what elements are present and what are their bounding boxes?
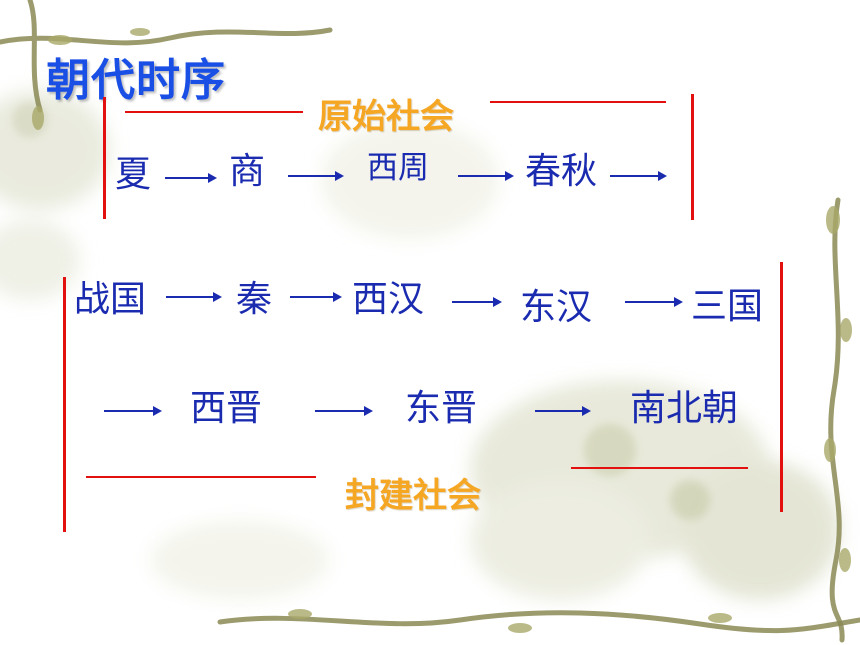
dynasty-nanbeichao: 南北朝 <box>630 388 739 429</box>
arrow-xia-shang <box>165 173 217 183</box>
arrow-chunqiu-zhanguo <box>610 171 667 181</box>
bracket-bottom-right-line <box>571 467 748 469</box>
dynasty-qin: 秦 <box>236 279 273 320</box>
dynasty-zhanguo: 战国 <box>74 279 147 320</box>
arrow-dongjin-nanbeichao <box>535 406 591 416</box>
arrow-xijin-dongjin <box>315 406 373 416</box>
dynasty-xihan: 西汉 <box>352 279 425 320</box>
bracket-left-line <box>63 277 66 532</box>
bracket-top-right-line <box>490 101 666 103</box>
bracket-right-line <box>780 262 783 512</box>
bracket-bottom-left-line <box>86 476 316 478</box>
arrow-qin-xihan <box>290 292 342 302</box>
feudal-society-label: 封建社会 <box>345 476 481 516</box>
bracket-top-left-line <box>125 111 303 113</box>
arrow-shang-xizhou <box>288 171 344 181</box>
arrow-xihan-donghan <box>452 297 502 307</box>
slide-title: 朝代时序 <box>46 55 226 106</box>
dynasty-dongjin: 东晋 <box>405 388 478 429</box>
bracket-right-line <box>691 94 694 220</box>
dynasty-xizhou: 西周 <box>367 150 429 186</box>
arrow-zhanguo-qin <box>166 292 222 302</box>
arrow-donghan-sanguo <box>625 297 683 307</box>
primitive-society-label: 原始社会 <box>318 97 454 137</box>
dynasty-xijin: 西晋 <box>190 388 263 429</box>
dynasty-xia: 夏 <box>115 154 152 195</box>
arrow-sanguo-xijin <box>104 406 162 416</box>
dynasty-chunqiu: 春秋 <box>525 151 598 192</box>
dynasty-sanguo: 三国 <box>691 286 764 327</box>
arrow-xizhou-chunqiu <box>458 171 514 181</box>
dynasty-shang: 商 <box>229 151 266 192</box>
dynasty-donghan: 东汉 <box>520 287 593 328</box>
bracket-left-line <box>103 97 106 219</box>
